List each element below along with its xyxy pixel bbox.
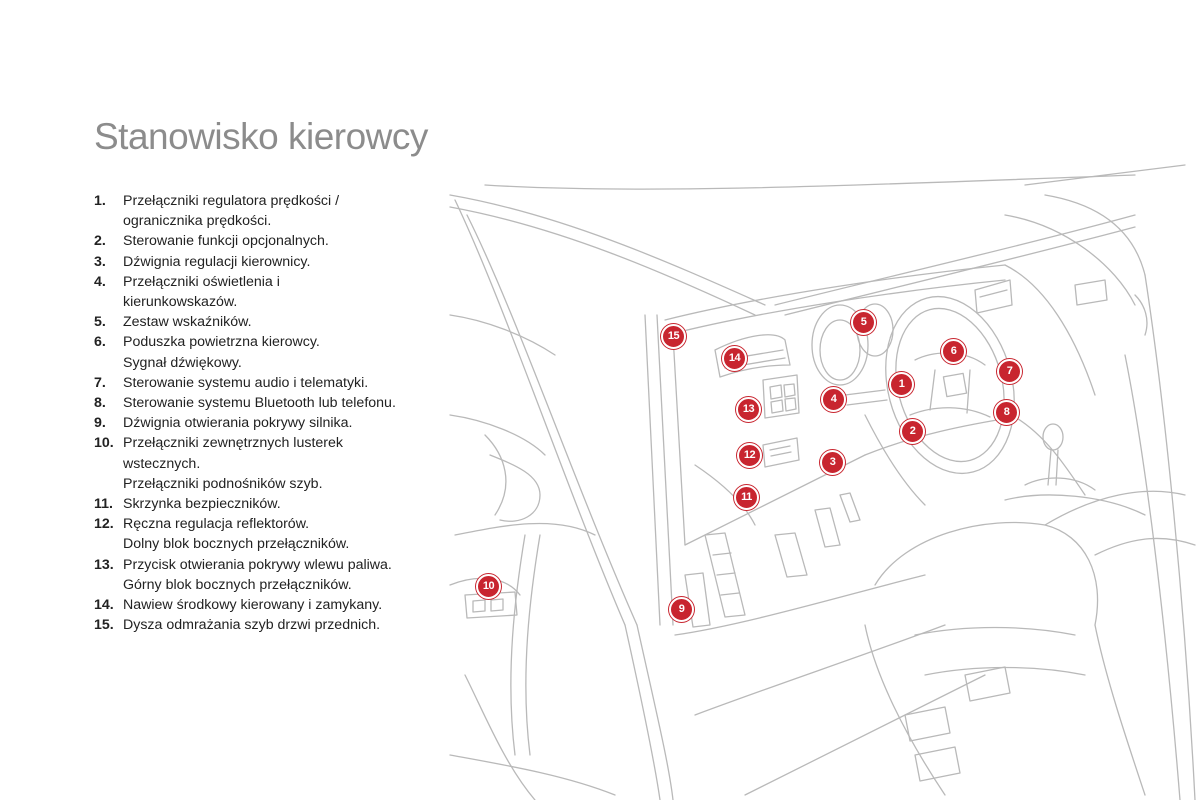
legend-item: 1. Przełączniki regulatora prędkości / ogr… [94, 191, 434, 231]
callout-11: 11 [734, 485, 759, 510]
legend-item: 6. Poduszka powietrzna kierowcy. Sygnał dź… [94, 332, 434, 372]
callout-1: 1 [889, 372, 914, 397]
legend-item: 11. Skrzynka bezpieczników. [94, 494, 434, 514]
legend-list: 1. Przełączniki regulatora prędkości / ogr… [94, 191, 434, 635]
legend-line: Dźwignia otwierania pokrywy silnika. [123, 415, 353, 432]
legend-line: Skrzynka bezpieczników. [123, 496, 281, 513]
legend-line: Przełączniki regulatora prędkości / [123, 193, 340, 209]
legend-text: Nawiew środkowy kierowany i zamykany. [123, 595, 434, 615]
legend-number: 7. [94, 374, 106, 391]
legend-line: Sygnał dźwiękowy. [123, 354, 242, 371]
callout-6: 6 [941, 339, 966, 364]
legend-line: Sterowanie systemu audio i telematyki. [123, 374, 369, 391]
legend-item: 13. Przycisk otwierania pokrywy wlewu pal… [94, 555, 434, 595]
legend-number: 2. [94, 233, 106, 250]
legend-text: Skrzynka bezpieczników. [123, 494, 434, 514]
legend-number: 6. [94, 334, 106, 351]
legend-number: 12. [94, 516, 114, 533]
legend-item: 2. Sterowanie funkcji opcjonalnych. [94, 231, 434, 251]
legend-text: Sterowanie systemu audio i telematyki. [123, 373, 434, 393]
legend-line: Przełączniki oświetlenia i [123, 273, 280, 290]
legend-text: Dysza odmrażania szyb drzwi przednich. [123, 615, 434, 635]
callout-4: 4 [821, 387, 846, 412]
legend-number: 5. [94, 314, 106, 331]
legend-number: 13. [94, 556, 114, 573]
legend-line: Górny blok bocznych przełączników. [123, 576, 352, 593]
legend-line: Sterowanie funkcji opcjonalnych. [123, 233, 329, 250]
callout-2: 2 [900, 419, 925, 444]
legend-text: Zestaw wskaźników. [123, 312, 434, 332]
legend-number: 15. [94, 617, 114, 634]
callout-10: 10 [476, 574, 501, 599]
legend-line: Przełączniki podnośników szyb. [123, 475, 323, 492]
legend-line: Dźwignia regulacji kierownicy. [123, 253, 311, 270]
legend-text: Przełączniki zewnętrznych lusterek wstecz… [123, 433, 434, 494]
legend-number: 8. [94, 395, 106, 412]
legend-item: 15. Dysza odmrażania szyb drzwi przednich… [94, 615, 434, 635]
cockpit-diagram: 1 2 3 4 5 6 7 8 9 10 11 12 13 14 15 [445, 155, 1200, 800]
legend-line: kierunkowskazów. [123, 294, 238, 311]
legend-text: Sterowanie systemu Bluetooth lub telefon… [123, 393, 434, 413]
legend-item: 12. Ręczna regulacja reflektorów. Dolny bl… [94, 514, 434, 554]
page-title: Stanowisko kierowcy [94, 116, 428, 157]
legend-text: Przełączniki oświetlenia i kierunkowskazó… [123, 272, 434, 312]
legend-line: ogranicznika prędkości. [123, 213, 272, 230]
legend-text: Przełączniki regulatora prędkości / ogran… [123, 191, 434, 231]
legend-line: wstecznych. [123, 455, 201, 472]
callout-5: 5 [851, 310, 876, 335]
legend-item: 7. Sterowanie systemu audio i telematyki. [94, 373, 434, 393]
callout-14: 14 [722, 346, 747, 371]
legend-item: 8. Sterowanie systemu Bluetooth lub telef… [94, 393, 434, 413]
legend-line: Nawiew środkowy kierowany i zamykany. [123, 597, 383, 614]
legend-line: Poduszka powietrzna kierowcy. [123, 334, 320, 351]
legend-item: 9. Dźwignia otwierania pokrywy silnika. [94, 413, 434, 433]
legend-item: 5. Zestaw wskaźników. [94, 312, 434, 332]
legend-text: Dźwignia regulacji kierownicy. [123, 252, 434, 272]
legend-number: 3. [94, 253, 106, 270]
callout-12: 12 [737, 443, 762, 468]
cockpit-line-art [449, 164, 1196, 800]
legend-text: Przycisk otwierania pokrywy wlewu paliwa… [123, 555, 434, 595]
legend-line: Przycisk otwierania pokrywy wlewu paliwa… [123, 556, 392, 573]
legend-line: Zestaw wskaźników. [123, 314, 252, 331]
legend-item: 4. Przełączniki oświetlenia i kierunkowska… [94, 272, 434, 312]
legend-line: Przełączniki zewnętrznych lusterek [123, 435, 343, 452]
callout-9: 9 [669, 597, 694, 622]
legend-text: Ręczna regulacja reflektorów. Dolny blok … [123, 514, 434, 554]
legend-number: 9. [94, 415, 106, 432]
legend-line: Dolny blok bocznych przełączników. [123, 536, 350, 553]
legend-line: Ręczna regulacja reflektorów. [123, 516, 310, 533]
legend-item: 3. Dźwignia regulacji kierownicy. [94, 252, 434, 272]
legend-number: 11. [94, 496, 113, 513]
legend-text: Sterowanie funkcji opcjonalnych. [123, 231, 434, 251]
legend-number: 10. [94, 435, 114, 452]
callout-3: 3 [820, 450, 845, 475]
legend-number: 14. [94, 597, 114, 614]
legend-text: Poduszka powietrzna kierowcy. Sygnał dźwi… [123, 332, 434, 372]
legend-item: 10. Przełączniki zewnętrznych lusterek wst… [94, 433, 434, 494]
legend-line: Sterowanie systemu Bluetooth lub telefon… [123, 395, 396, 412]
legend-item: 14. Nawiew środkowy kierowany i zamykany. [94, 595, 434, 615]
callout-8: 8 [994, 400, 1019, 425]
legend-text: Dźwignia otwierania pokrywy silnika. [123, 413, 434, 433]
callout-13: 13 [736, 397, 761, 422]
callout-7: 7 [997, 359, 1022, 384]
legend-number: 4. [94, 273, 106, 290]
legend-number: 1. [94, 193, 106, 209]
callout-15: 15 [661, 324, 686, 349]
legend-line: Dysza odmrażania szyb drzwi przednich. [123, 617, 381, 634]
